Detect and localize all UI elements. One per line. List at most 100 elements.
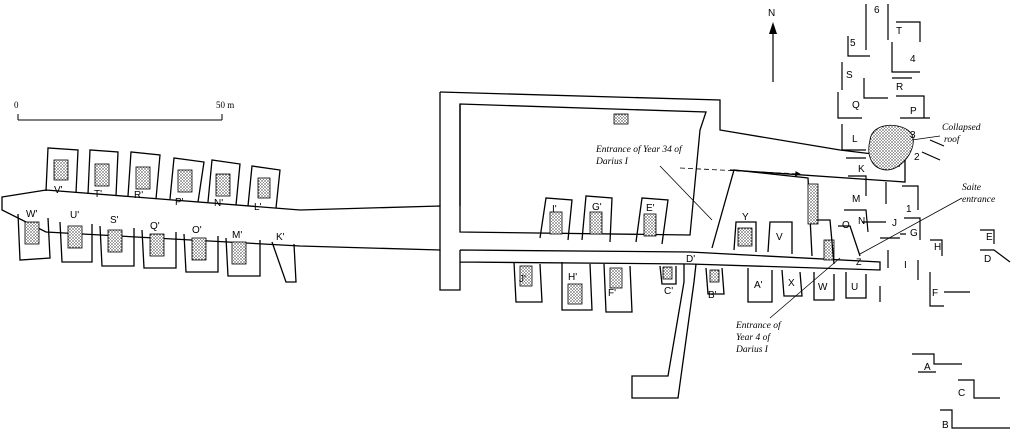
annotation-saite-line1: Saite [962,183,981,193]
chamber-label: B [942,420,949,431]
annotation-collapsed-line1: Collapsed [942,123,981,133]
chamber-label: M' [232,230,242,241]
chamber-label: 2 [914,152,920,163]
north-label: N [768,8,775,19]
chamber-label: 6 [874,5,880,16]
chamber-label: K' [276,232,285,243]
sarcophagus [24,221,40,245]
annotation-year4-line2: Year 4 of [736,332,771,343]
chamber-label: A [924,362,931,373]
sarcophagus [215,173,231,197]
chamber-label: N' [214,198,223,209]
annotations: Entrance of Year 34 of Darius I Entrance… [595,123,995,355]
chamber-label: S' [110,215,119,226]
collapsed-roof [868,124,914,171]
sarcophagus [177,169,193,193]
annotation-year34-pointer [659,165,713,221]
chamber-label: P' [175,197,184,208]
chamber-e-prime [635,197,669,245]
south-passage [631,263,697,399]
chamber-label: 5 [850,38,856,49]
chamber-label: J [892,218,897,229]
sarcophagus [135,166,151,190]
west-chamber-p [169,157,205,203]
chamber-label: R' [134,190,143,201]
sarcophagus [149,233,165,257]
chamber-y [733,221,757,252]
chamber-u [845,272,867,299]
chamber-labels: V' T' R' P' N' L' W' U' S' Q' O' M' K' I… [26,5,993,431]
north-arrow[interactable]: N [768,8,777,82]
chamber-label: D [984,254,991,265]
upper-loop-outer [439,91,906,183]
sarcophagus [567,283,583,305]
chamber-v [767,221,793,254]
chamber-label: L [852,134,858,145]
sarcophagus [107,229,123,253]
stairway [807,183,819,225]
sarcophagus [231,241,247,265]
annotation-saite-line2: entrance [962,195,995,205]
chamber-label: E [986,232,993,243]
sarcophagus [549,211,563,235]
sarcophagus [737,227,753,247]
chamber-label: Y [742,212,749,223]
sarcophagus [643,213,657,237]
chamber-label: W' [26,209,37,220]
sarcophagus [709,269,720,283]
upper-loop-inner [459,103,707,236]
saite-passage [816,219,861,265]
chamber-a-prime [747,268,773,303]
chamber-label: Q [852,100,860,111]
west-chamber-k [271,241,297,283]
chamber-label: 1 [906,204,912,215]
chamber-j-prime [513,261,543,303]
west-chamber-q [141,229,177,269]
chamber-label: F [932,288,938,299]
annotation-year34-line1: Entrance of Year 34 of [595,144,683,155]
west-chamber-l [247,165,281,209]
sarcophagus [257,177,271,199]
annotation-saite-pointer [859,197,963,255]
sarcophagus [589,211,603,235]
west-chamber-m [225,237,261,277]
chamber-label: D' [686,254,695,265]
chamber-label: K [858,164,865,175]
chamber-label: F' [608,288,616,299]
chamber-label: H [934,242,941,253]
chamber-b-prime [705,267,725,295]
chamber-label: G [910,228,918,239]
sarcophagus [662,266,673,280]
west-chamber-u [59,221,93,263]
west-chamber-o [183,233,219,273]
chamber-g-prime [581,195,613,243]
stairway [613,113,629,125]
chamber-label: M [852,194,860,205]
annotation-year4-pointer [769,257,841,319]
chamber-label: U [851,282,858,293]
chamber-label: C' [664,286,673,297]
west-chamber-r [127,151,161,200]
scale-start: 0 [14,100,19,110]
main-east-corridor [439,249,881,291]
annotation-collapsed-pointer [911,135,941,141]
chamber-label: Z [856,257,862,267]
scale-bar: 0 50 m [14,100,234,121]
sarcophagus [53,159,69,181]
chamber-label: C [958,388,965,399]
chamber-label: 4 [910,54,916,65]
east-block [711,169,813,257]
west-chamber-w [17,213,51,261]
stairway [823,239,835,261]
chamber-label: G' [592,202,602,213]
chamber-label: O' [192,225,202,236]
west-gallery [1,147,441,283]
annotation-year34-arrow [679,167,801,177]
chamber-label: 3 [910,130,916,141]
sarcophagus [191,237,207,261]
sarcophagus [67,225,83,249]
chamber-label: I' [552,204,557,215]
chamber-label: H' [568,272,577,283]
chamber-c-prime [659,265,677,285]
